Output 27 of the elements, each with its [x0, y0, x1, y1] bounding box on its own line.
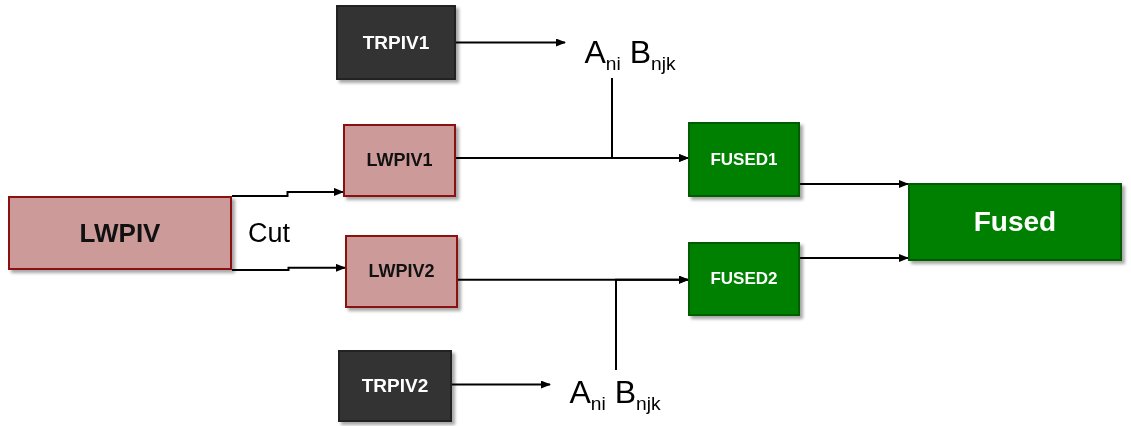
note-text: Cut [248, 218, 291, 249]
process-box [8, 196, 232, 270]
box-label: FUSED1 [710, 149, 778, 170]
arrow [799, 254, 909, 262]
arrow [799, 180, 909, 188]
process-box [688, 122, 800, 197]
arrow [455, 38, 566, 47]
box-label: A$_{ni}$ B$_{njk}$ [584, 33, 676, 75]
process-box [343, 124, 456, 197]
arrow [611, 77, 689, 162]
box-label: A$_{ni}$ B$_{njk}$ [569, 373, 661, 415]
arrow [231, 263, 346, 272]
box-label: TRPIV2 [361, 375, 429, 397]
process-box [345, 235, 458, 308]
process-box [688, 242, 800, 316]
process-box [338, 350, 452, 422]
box-label: LWPIV [79, 217, 161, 249]
box-label: FUSED2 [710, 269, 778, 289]
box-label: LWPIV2 [368, 261, 435, 282]
process-box [908, 183, 1122, 261]
box-label: Fused [973, 206, 1057, 238]
arrow [451, 380, 551, 389]
box-label: TRPIV1 [362, 31, 430, 54]
arrow [615, 275, 689, 371]
arrow [231, 187, 344, 197]
process-box [336, 5, 456, 80]
box-label: LWPIV1 [366, 150, 433, 171]
